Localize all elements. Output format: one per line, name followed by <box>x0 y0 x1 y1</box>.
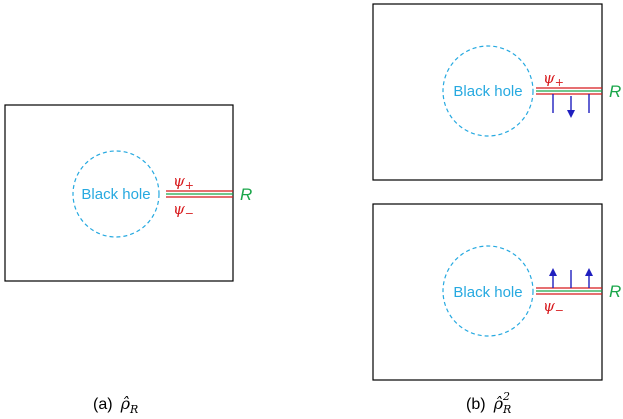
r-label: R <box>609 282 621 301</box>
black-hole-label: Black hole <box>453 284 522 301</box>
psi-minus-label: ψ− <box>173 200 194 220</box>
panel-b-top: Black hole ψ+ R <box>372 3 621 181</box>
radiation-lines <box>166 190 233 198</box>
black-hole-label: Black hole <box>453 83 522 100</box>
black-hole-circle <box>72 150 160 238</box>
panel-b-top-frame <box>372 3 603 181</box>
measurement-lines <box>552 94 590 113</box>
panel-a: Black hole ψ+ ψ− R <box>4 104 252 282</box>
panel-a-frame <box>4 104 234 282</box>
black-hole-circle <box>442 245 534 337</box>
radiation-lines <box>536 87 602 95</box>
r-label: R <box>240 185 252 204</box>
black-hole-label: Black hole <box>81 186 150 203</box>
caption-a: (a) ρ̂R <box>93 394 138 416</box>
psi-plus-label: ψ+ <box>173 172 194 192</box>
r-label: R <box>609 82 621 101</box>
radiation-lines <box>536 287 602 295</box>
psi-minus-label: ψ− <box>543 297 564 317</box>
panel-b-bottom-frame <box>372 203 603 381</box>
black-hole-circle <box>442 45 534 137</box>
psi-plus-label: ψ+ <box>543 69 564 89</box>
panel-b-bottom: Black hole ψ− R <box>372 203 621 381</box>
